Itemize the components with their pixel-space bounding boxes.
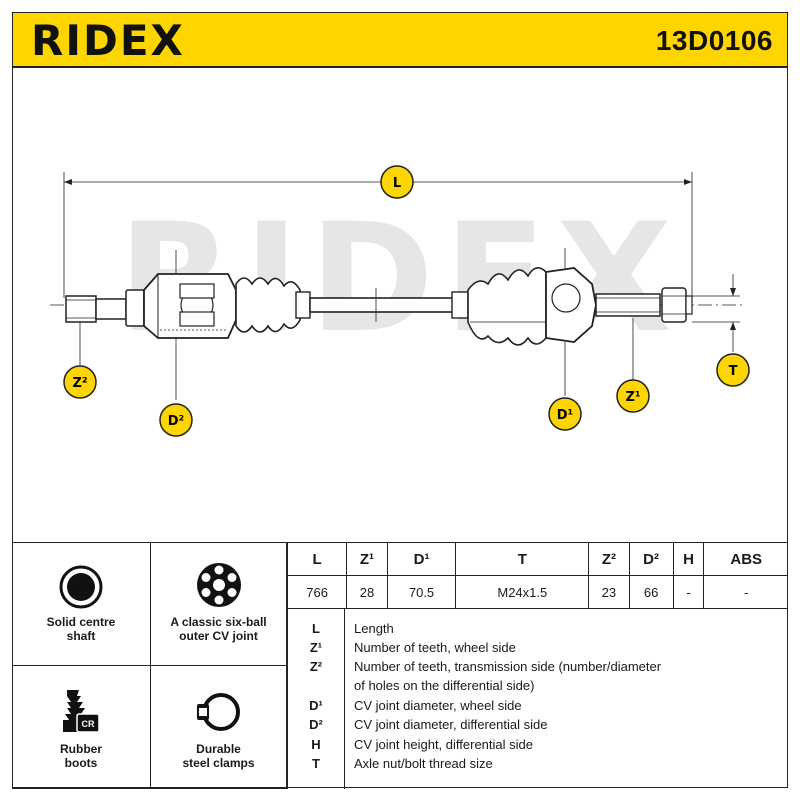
six-ball-joint-icon: [196, 563, 241, 607]
spec-value: 23: [588, 575, 630, 609]
feature-rubber-boots: CR Rubber boots: [12, 666, 151, 789]
legend-key: L: [312, 621, 320, 636]
legend-divider: [344, 609, 345, 789]
legend-text: Axle nut/bolt thread size: [354, 756, 493, 771]
legend-text: CV joint diameter, differential side: [354, 717, 548, 732]
left-rubber-boot: [235, 277, 301, 333]
legend-key: Z¹: [309, 640, 323, 655]
legend-text: Number of teeth, transmission side (numb…: [354, 659, 662, 674]
spec-header: L: [286, 543, 348, 576]
header-bar: RIDEX 13D0106: [12, 12, 788, 68]
badge-t: [716, 353, 750, 387]
spec-header: Z²: [588, 543, 630, 576]
legend-text: Number of teeth, wheel side: [354, 640, 516, 655]
legend-text: CV joint height, differential side: [354, 737, 533, 752]
steel-clamp-icon: [196, 693, 240, 731]
legend-key: H: [311, 737, 321, 752]
spec-header: T: [455, 543, 590, 576]
legend-text: of holes on the differential side): [354, 678, 535, 693]
spec-value: 28: [346, 575, 388, 609]
spec-value: -: [703, 575, 788, 609]
badge-z2: [63, 365, 97, 399]
legend: L Length Z¹ Number of teeth, wheel side …: [287, 609, 788, 789]
spec-value: -: [672, 575, 705, 609]
badge-z1-text: Z¹: [625, 390, 640, 405]
solid-shaft: [309, 297, 461, 313]
spec-header: H: [672, 543, 705, 576]
spec-header: D²: [628, 543, 674, 576]
feature-label: Solid centre shaft: [46, 615, 116, 643]
spec-value: 70.5: [386, 575, 457, 609]
badge-d2-text: D²: [168, 414, 185, 429]
badge-z2-text: Z²: [72, 376, 87, 391]
legend-key: T: [312, 756, 320, 771]
badge-l-text: L: [393, 176, 401, 191]
badge-d1: [548, 397, 582, 431]
axle-nut: [661, 287, 687, 323]
part-number: 13D0106: [655, 25, 773, 56]
badge-d1-text: D¹: [557, 408, 574, 423]
driveshaft-drawing: RIDEX L: [50, 165, 750, 437]
legend-text: CV joint diameter, wheel side: [354, 698, 522, 713]
legend-text: Length: [354, 621, 394, 636]
feature-solid-shaft: Solid centre shaft: [12, 543, 151, 666]
feature-label: A classic six-ball outer CV joint: [170, 615, 267, 643]
spec-header: ABS: [703, 543, 788, 576]
solid-shaft-icon: [59, 565, 103, 609]
spec-value-row: 766 28 70.5 M24x1.5 23 66 - -: [286, 575, 788, 609]
spec-header: D¹: [386, 543, 457, 576]
rubber-boot-icon: CR: [63, 690, 100, 733]
spec-value: 66: [628, 575, 674, 609]
badge-d2: [159, 403, 193, 437]
feature-label: Durable steel clamps: [182, 742, 255, 770]
spec-header-row: L Z¹ D¹ T Z² D² H ABS: [286, 543, 788, 576]
spec-header: Z¹: [346, 543, 388, 576]
badge-l: [380, 165, 414, 199]
spec-table: L Z¹ D¹ T Z² D² H ABS 766 28 70.5 M24x1.…: [286, 543, 788, 609]
legend-key: D²: [309, 717, 323, 732]
spec-value: M24x1.5: [455, 575, 590, 609]
right-spline: [595, 293, 661, 317]
feature-label: Rubber boots: [60, 742, 102, 770]
legend-key: Z²: [309, 659, 323, 674]
badge-z1: [616, 379, 650, 413]
boot-badge-text: CR: [82, 719, 95, 729]
legend-key: D¹: [309, 698, 323, 713]
brand-logo: RIDEX: [31, 16, 185, 65]
badge-t-text: T: [729, 364, 738, 379]
feature-steel-clamps: Durable steel clamps: [151, 666, 287, 789]
spec-value: 766: [286, 575, 348, 609]
spec-section: Solid centre shaft A classic six-ball ou…: [12, 542, 788, 789]
feature-six-ball-joint: A classic six-ball outer CV joint: [151, 543, 287, 666]
